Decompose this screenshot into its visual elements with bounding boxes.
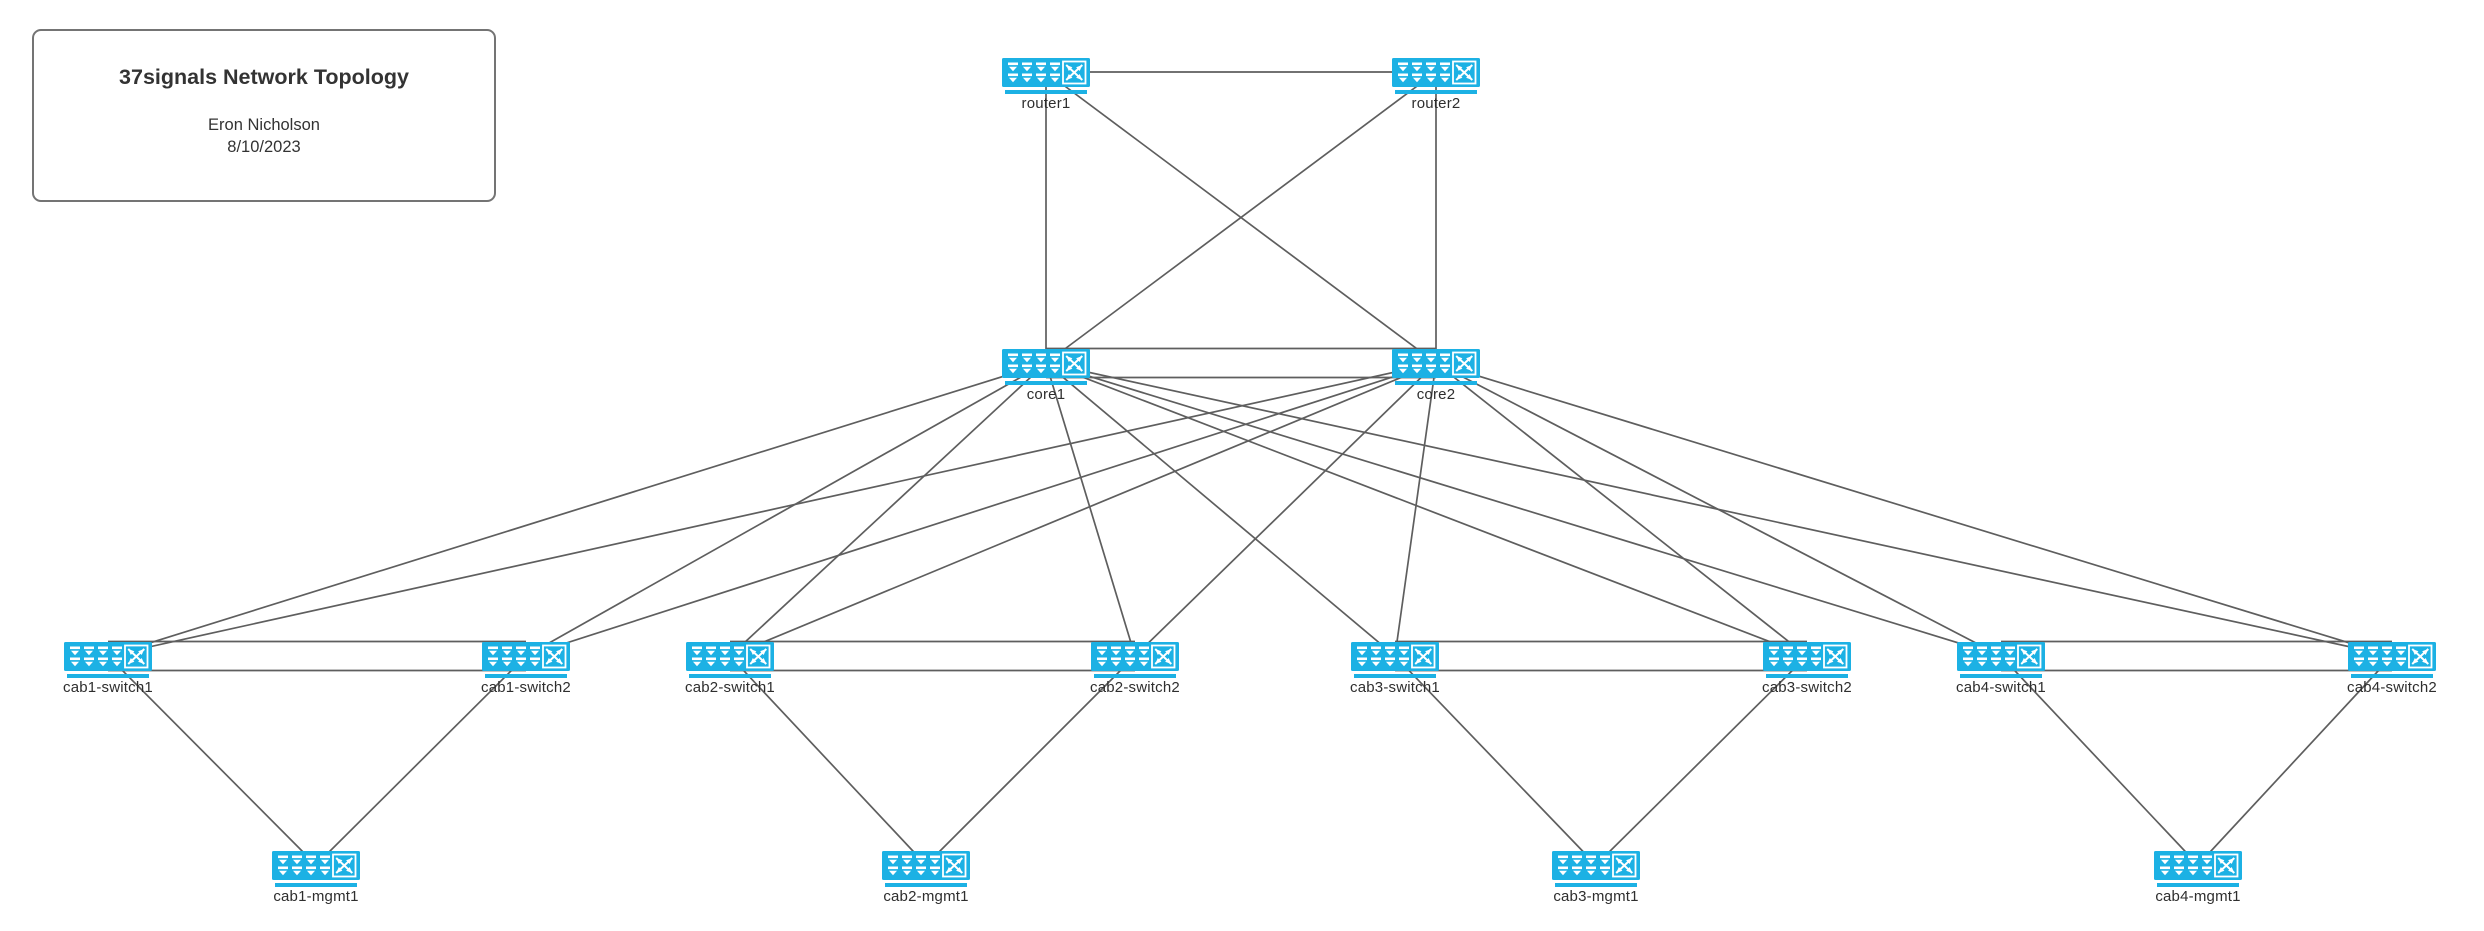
workgroup-switch-icon	[2154, 850, 2242, 880]
device-label: cab2-switch1	[685, 678, 775, 696]
device-label: cab2-mgmt1	[883, 887, 969, 905]
link-line	[525, 362, 1047, 657]
link-line	[1394, 655, 1597, 866]
link-line	[1045, 71, 1437, 364]
device-underbar	[1354, 673, 1436, 678]
device-underbar	[2351, 673, 2433, 678]
device-label: cab3-mgmt1	[1553, 887, 1639, 905]
device-cab1-switch2: cab1-switch2	[481, 641, 571, 696]
link-line	[729, 655, 927, 866]
link-line	[107, 362, 1047, 657]
workgroup-switch-icon	[482, 641, 570, 671]
device-underbar	[1395, 89, 1477, 94]
link-line	[2197, 655, 2393, 866]
device-cab2-switch1: cab2-switch1	[685, 641, 775, 696]
device-underbar	[1005, 380, 1087, 385]
diagram-date: 8/10/2023	[227, 138, 301, 156]
device-underbar	[67, 673, 149, 678]
device-cab3-mgmt1: cab3-mgmt1	[1552, 850, 1640, 905]
device-router2: router2	[1392, 57, 1480, 112]
link-line	[1435, 362, 2002, 657]
device-underbar	[485, 673, 567, 678]
device-label: cab2-switch2	[1090, 678, 1180, 696]
device-label: core2	[1416, 385, 1456, 403]
device-label: cab1-switch2	[481, 678, 571, 696]
device-core2: core2	[1392, 348, 1480, 403]
device-underbar	[689, 673, 771, 678]
workgroup-switch-icon	[1002, 57, 1090, 87]
device-cab1-switch1: cab1-switch1	[63, 641, 153, 696]
link-line	[1045, 362, 1136, 657]
device-label: router1	[1021, 94, 1071, 112]
device-label: cab4-switch2	[2347, 678, 2437, 696]
device-underbar	[1555, 882, 1637, 887]
link-line	[729, 362, 1047, 657]
workgroup-switch-icon	[1392, 57, 1480, 87]
diagram-author: Eron Nicholson	[208, 116, 320, 134]
device-underbar	[1395, 380, 1477, 385]
link-line	[525, 362, 1437, 657]
workgroup-switch-icon	[2348, 641, 2436, 671]
device-core1: core1	[1002, 348, 1090, 403]
workgroup-switch-icon	[1091, 641, 1179, 671]
link-line	[1134, 362, 1437, 657]
device-label: router2	[1411, 94, 1461, 112]
workgroup-switch-icon	[64, 641, 152, 671]
link-line	[1435, 362, 2393, 657]
workgroup-switch-icon	[1002, 348, 1090, 378]
device-cab3-switch2: cab3-switch2	[1762, 641, 1852, 696]
device-underbar	[885, 882, 967, 887]
device-label: cab3-switch2	[1762, 678, 1852, 696]
device-label: cab3-switch1	[1350, 678, 1440, 696]
device-label: core1	[1026, 385, 1066, 403]
device-label: cab1-mgmt1	[273, 887, 359, 905]
device-cab2-switch2: cab2-switch2	[1090, 641, 1180, 696]
workgroup-switch-icon	[882, 850, 970, 880]
device-underbar	[1094, 673, 1176, 678]
device-cab4-switch2: cab4-switch2	[2347, 641, 2437, 696]
workgroup-switch-icon	[686, 641, 774, 671]
device-label: cab4-mgmt1	[2155, 887, 2241, 905]
device-underbar	[2157, 882, 2239, 887]
device-label: cab4-switch1	[1956, 678, 2046, 696]
diagram-title: 37signals Network Topology	[119, 65, 409, 89]
device-cab4-switch1: cab4-switch1	[1956, 641, 2046, 696]
workgroup-switch-icon	[1763, 641, 1851, 671]
link-line	[1435, 362, 1808, 657]
device-cab3-switch1: cab3-switch1	[1350, 641, 1440, 696]
device-cab1-mgmt1: cab1-mgmt1	[272, 850, 360, 905]
workgroup-switch-icon	[1552, 850, 1640, 880]
device-cab4-mgmt1: cab4-mgmt1	[2154, 850, 2242, 905]
link-line	[1394, 362, 1437, 657]
link-line	[729, 362, 1437, 657]
title-box: 37signals Network Topology Eron Nicholso…	[32, 29, 496, 202]
link-line	[315, 655, 527, 866]
device-router1: router1	[1002, 57, 1090, 112]
device-underbar	[1766, 673, 1848, 678]
device-underbar	[1005, 89, 1087, 94]
link-line	[1045, 362, 2002, 657]
device-underbar	[1960, 673, 2042, 678]
workgroup-switch-icon	[1351, 641, 1439, 671]
workgroup-switch-icon	[1957, 641, 2045, 671]
link-line	[107, 655, 317, 866]
workgroup-switch-icon	[1392, 348, 1480, 378]
link-line	[2000, 655, 2199, 866]
link-line	[1045, 362, 1808, 657]
link-line	[107, 362, 1437, 657]
link-line	[925, 655, 1136, 866]
device-underbar	[275, 882, 357, 887]
link-line	[1045, 362, 1396, 657]
workgroup-switch-icon	[272, 850, 360, 880]
device-cab2-mgmt1: cab2-mgmt1	[882, 850, 970, 905]
device-label: cab1-switch1	[63, 678, 153, 696]
link-line	[1595, 655, 1808, 866]
